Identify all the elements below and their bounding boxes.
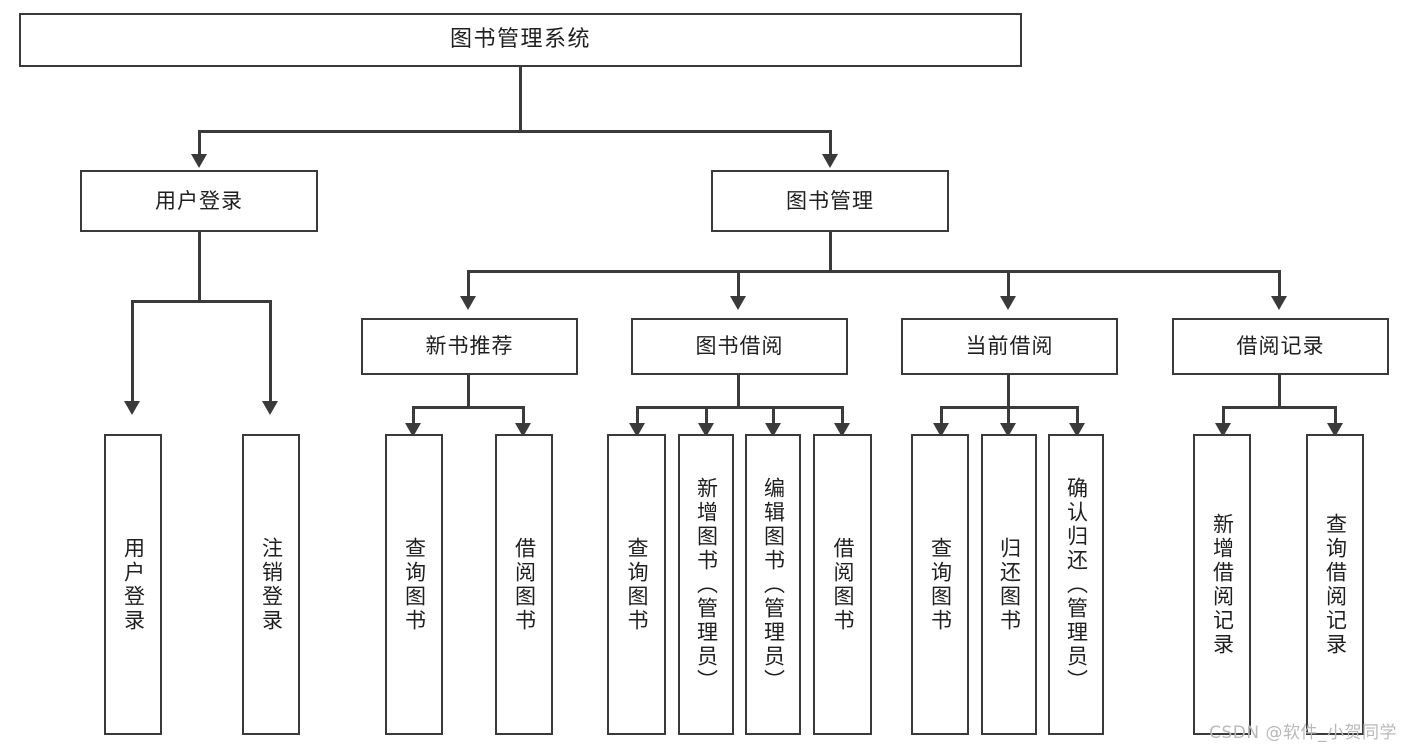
edge-borrow-record-drop-2 [1334,406,1337,426]
edge-book-borrow-drop-3 [772,406,775,426]
edge-user-login-trunk [198,232,201,302]
node-leaf-add-record[interactable]: 新增借阅记录 [1193,434,1251,735]
node-leaf-edit-book[interactable]: 编辑图书（管理员） [745,434,801,735]
edge-current-borrow-drop-2 [1007,406,1010,426]
node-book-manage[interactable]: 图书管理 [711,170,949,232]
edge-user-login-drop-1 [131,300,134,403]
edge-current-borrow-drop-1 [940,406,943,426]
arrowhead-leaf-query-record [1327,423,1343,437]
node-current-borrow[interactable]: 当前借阅 [901,318,1118,375]
node-leaf-return-book[interactable]: 归还图书 [981,434,1037,735]
edge-root-to-book-manage [829,130,832,156]
edge-book-borrow-bus [636,406,844,409]
edge-new-book-rec-drop-2 [522,406,525,426]
edge-book-manage-bus [467,270,1281,273]
edge-book-borrow-trunk [737,375,740,408]
node-root-label: 图书管理系统 [449,27,591,53]
node-user-login[interactable]: 用户登录 [80,170,318,232]
node-current-borrow-label: 当前借阅 [965,334,1054,359]
arrowhead-leaf-query-book-c [933,423,949,437]
arrowhead-leaf-user-login [124,401,140,415]
arrowhead-leaf-borrow-book-b [834,423,850,437]
arrowhead-leaf-user-logout [262,401,278,415]
arrowhead-leaf-add-record [1215,423,1231,437]
node-leaf-query-book-b[interactable]: 查询图书 [607,434,666,735]
arrowhead-current-borrow [1000,296,1016,310]
edge-root-bus [198,130,832,133]
edge-book-manage-drop-4 [1278,270,1281,298]
node-leaf-confirm-return[interactable]: 确认归还（管理员） [1048,434,1104,735]
node-leaf-add-book-label: 新增图书（管理员） [694,476,719,693]
edge-new-book-rec-drop-1 [412,406,415,426]
node-book-borrow-label: 图书借阅 [695,334,784,359]
edge-book-manage-trunk [829,232,832,272]
edge-user-login-drop-2 [269,300,272,403]
arrowhead-leaf-query-book-b [629,423,645,437]
node-leaf-query-book-c[interactable]: 查询图书 [911,434,969,735]
edge-root-to-user-login [198,130,201,156]
edge-book-borrow-drop-1 [636,406,639,426]
arrowhead-leaf-borrow-book-a [515,423,531,437]
arrowhead-user-login [191,154,207,168]
arrowhead-leaf-edit-book [765,423,781,437]
arrowhead-book-borrow [730,296,746,310]
node-leaf-return-book-label: 归还图书 [997,536,1022,633]
arrowhead-book-manage [822,154,838,168]
arrowhead-borrow-record [1271,296,1287,310]
arrowhead-leaf-return-book [1000,423,1016,437]
node-leaf-borrow-book-b[interactable]: 借阅图书 [813,434,872,735]
edge-borrow-record-trunk [1278,375,1281,408]
edge-new-book-rec-bus [412,406,524,409]
node-leaf-user-login-label: 用户登录 [121,536,146,633]
edge-book-borrow-drop-4 [841,406,844,426]
node-leaf-query-record[interactable]: 查询借阅记录 [1306,434,1364,735]
edge-new-book-rec-trunk [467,375,470,408]
node-book-borrow[interactable]: 图书借阅 [631,318,848,375]
node-new-book-rec-label: 新书推荐 [425,334,514,359]
node-borrow-record[interactable]: 借阅记录 [1172,318,1389,375]
edge-current-borrow-drop-3 [1076,406,1079,426]
node-leaf-user-logout[interactable]: 注销登录 [242,434,300,735]
node-leaf-user-logout-label: 注销登录 [259,536,284,633]
edge-borrow-record-drop-1 [1222,406,1225,426]
watermark: CSDN @软件_小贺同学 [1209,723,1397,743]
node-leaf-query-book-a-label: 查询图书 [402,536,427,633]
node-user-login-label: 用户登录 [155,188,243,213]
edge-book-borrow-drop-2 [705,406,708,426]
arrowhead-leaf-query-book-a [405,423,421,437]
node-leaf-add-record-label: 新增借阅记录 [1210,512,1235,657]
node-new-book-rec[interactable]: 新书推荐 [361,318,578,375]
edge-user-login-bus [131,300,270,303]
arrowhead-leaf-add-book [698,423,714,437]
node-leaf-user-login[interactable]: 用户登录 [104,434,162,735]
node-leaf-borrow-book-b-label: 借阅图书 [831,536,855,633]
edge-book-manage-drop-3 [1007,270,1010,298]
edge-current-borrow-trunk [1007,375,1010,408]
node-borrow-record-label: 借阅记录 [1236,334,1325,359]
node-leaf-borrow-book-a-label: 借阅图书 [512,536,537,633]
edge-book-manage-drop-1 [467,270,470,298]
node-leaf-query-book-b-label: 查询图书 [625,536,649,633]
node-leaf-confirm-return-label: 确认归还（管理员） [1064,476,1089,693]
node-leaf-borrow-book-a[interactable]: 借阅图书 [495,434,553,735]
node-leaf-add-book[interactable]: 新增图书（管理员） [678,434,734,735]
arrowhead-new-book-rec [460,296,476,310]
node-leaf-query-book-c-label: 查询图书 [928,536,953,633]
node-leaf-query-book-a[interactable]: 查询图书 [385,434,443,735]
arrowhead-leaf-confirm-return [1069,423,1085,437]
edge-root-trunk [519,67,522,132]
node-leaf-query-record-label: 查询借阅记录 [1323,512,1348,657]
node-leaf-edit-book-label: 编辑图书（管理员） [761,476,786,693]
edge-borrow-record-bus [1222,406,1336,409]
node-root[interactable]: 图书管理系统 [19,13,1022,67]
node-book-manage-label: 图书管理 [786,188,874,213]
edge-book-manage-drop-2 [737,270,740,298]
